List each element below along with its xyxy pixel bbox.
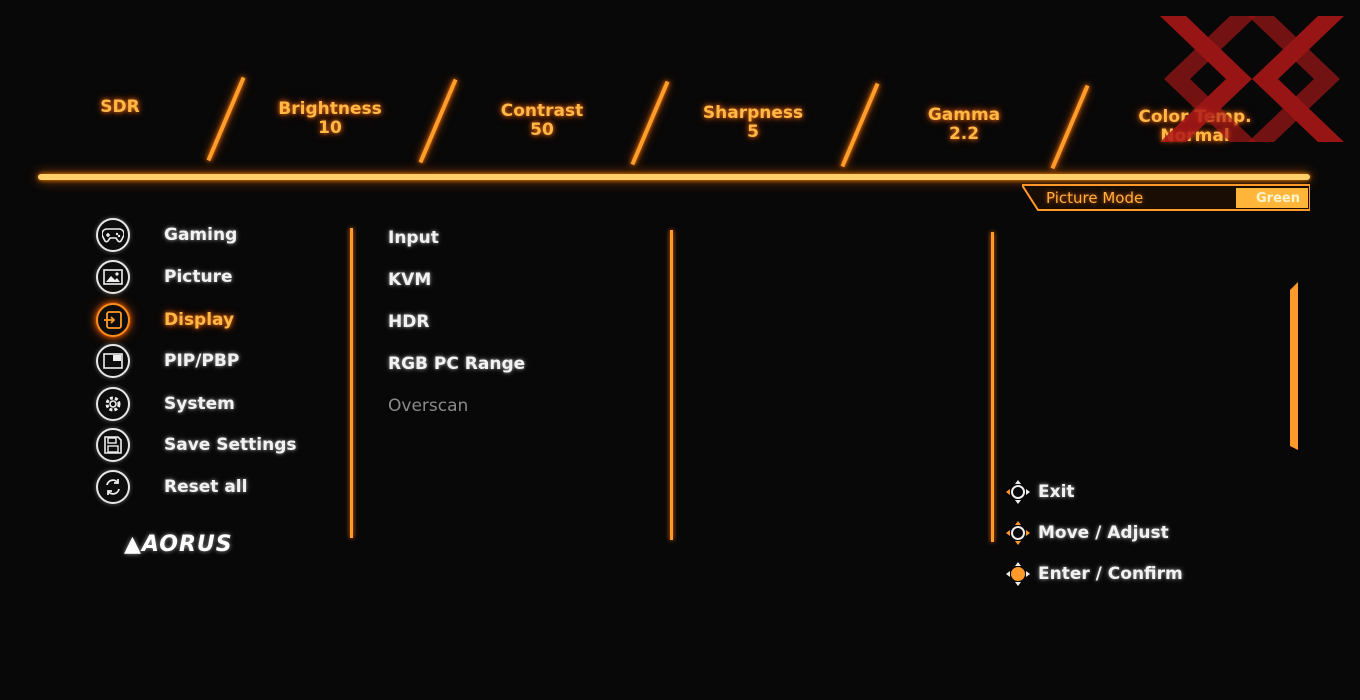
column-divider: [350, 228, 353, 538]
picture-mode-label: Picture Mode: [1046, 189, 1144, 207]
submenu-item-rgb-pc-range[interactable]: RGB PC Range: [388, 354, 526, 374]
separator-slash: [840, 82, 880, 168]
stat-brightness: Brightness 10: [270, 100, 390, 138]
header-divider-bar: [38, 174, 1310, 180]
reset-icon: [96, 470, 130, 504]
stat-contrast: Contrast 50: [482, 102, 602, 140]
menu-item-label: Gaming: [164, 225, 238, 245]
submenu-item-input[interactable]: Input: [388, 228, 439, 248]
stat-label: SDR: [100, 97, 140, 117]
hint-enter-confirm: Enter / Confirm: [1004, 560, 1183, 588]
column-divider: [670, 230, 673, 540]
menu-item-system[interactable]: System: [96, 386, 235, 422]
aorus-logo: ▲AORUS: [124, 532, 233, 557]
gear-icon: [96, 387, 130, 421]
logo-text: AORUS: [141, 532, 233, 557]
hint-exit: Exit: [1004, 478, 1075, 506]
menu-item-label: Picture: [164, 267, 233, 287]
menu-item-display[interactable]: Display: [96, 302, 234, 338]
stat-value: 50: [530, 120, 554, 140]
save-icon: [96, 428, 130, 462]
menu-item-reset-all[interactable]: Reset all: [96, 469, 247, 505]
picture-mode-tab: Picture Mode Green: [1022, 183, 1310, 212]
column-divider: [991, 232, 994, 542]
submenu-item-hdr[interactable]: HDR: [388, 312, 430, 332]
stat-value: 10: [318, 118, 342, 138]
hint-label: Move / Adjust: [1038, 523, 1169, 543]
picture-mode-value: Green: [1256, 191, 1300, 206]
watermark-logo: [1160, 16, 1344, 142]
stat-sdr: SDR: [80, 98, 160, 117]
hint-label: Exit: [1038, 482, 1075, 502]
submenu-item-overscan: Overscan: [388, 396, 469, 416]
menu-item-picture[interactable]: Picture: [96, 259, 233, 295]
separator-slash: [1050, 84, 1090, 170]
submenu-item-kvm[interactable]: KVM: [388, 270, 432, 290]
menu-item-label: Reset all: [164, 477, 248, 497]
stat-label: Brightness: [278, 99, 382, 119]
gamepad-icon: [96, 218, 130, 252]
separator-slash: [418, 78, 458, 164]
hint-move-adjust: Move / Adjust: [1004, 519, 1169, 547]
menu-item-pip-pbp[interactable]: PIP/PBP: [96, 343, 239, 379]
pip-icon: [96, 344, 130, 378]
picture-icon: [96, 260, 130, 294]
separator-slash: [206, 76, 246, 162]
tab-frame-shape: [1022, 184, 1310, 211]
stat-label: Sharpness: [702, 103, 804, 123]
joystick-press-icon: [1006, 562, 1030, 586]
menu-item-label: Display: [164, 310, 235, 330]
menu-item-label: Save Settings: [164, 435, 297, 455]
hint-label: Enter / Confirm: [1038, 564, 1183, 584]
display-input-icon: [96, 303, 130, 337]
aorus-eagle-icon: ▲: [124, 532, 142, 557]
scrollbar[interactable]: [1290, 282, 1298, 450]
stat-label: Contrast: [500, 101, 584, 121]
menu-item-gaming[interactable]: Gaming: [96, 217, 237, 253]
menu-item-label: System: [164, 394, 235, 414]
stat-gamma: Gamma 2.2: [904, 106, 1024, 144]
menu-item-save-settings[interactable]: Save Settings: [96, 427, 297, 463]
menu-item-label: PIP/PBP: [164, 351, 240, 371]
stat-value: 2.2: [948, 124, 980, 144]
stat-value: 5: [747, 122, 759, 142]
joystick-move-icon: [1006, 521, 1030, 545]
separator-slash: [630, 80, 670, 166]
stat-sharpness: Sharpness 5: [690, 104, 816, 142]
stat-label: Gamma: [927, 105, 1001, 125]
joystick-left-icon: [1006, 480, 1030, 504]
